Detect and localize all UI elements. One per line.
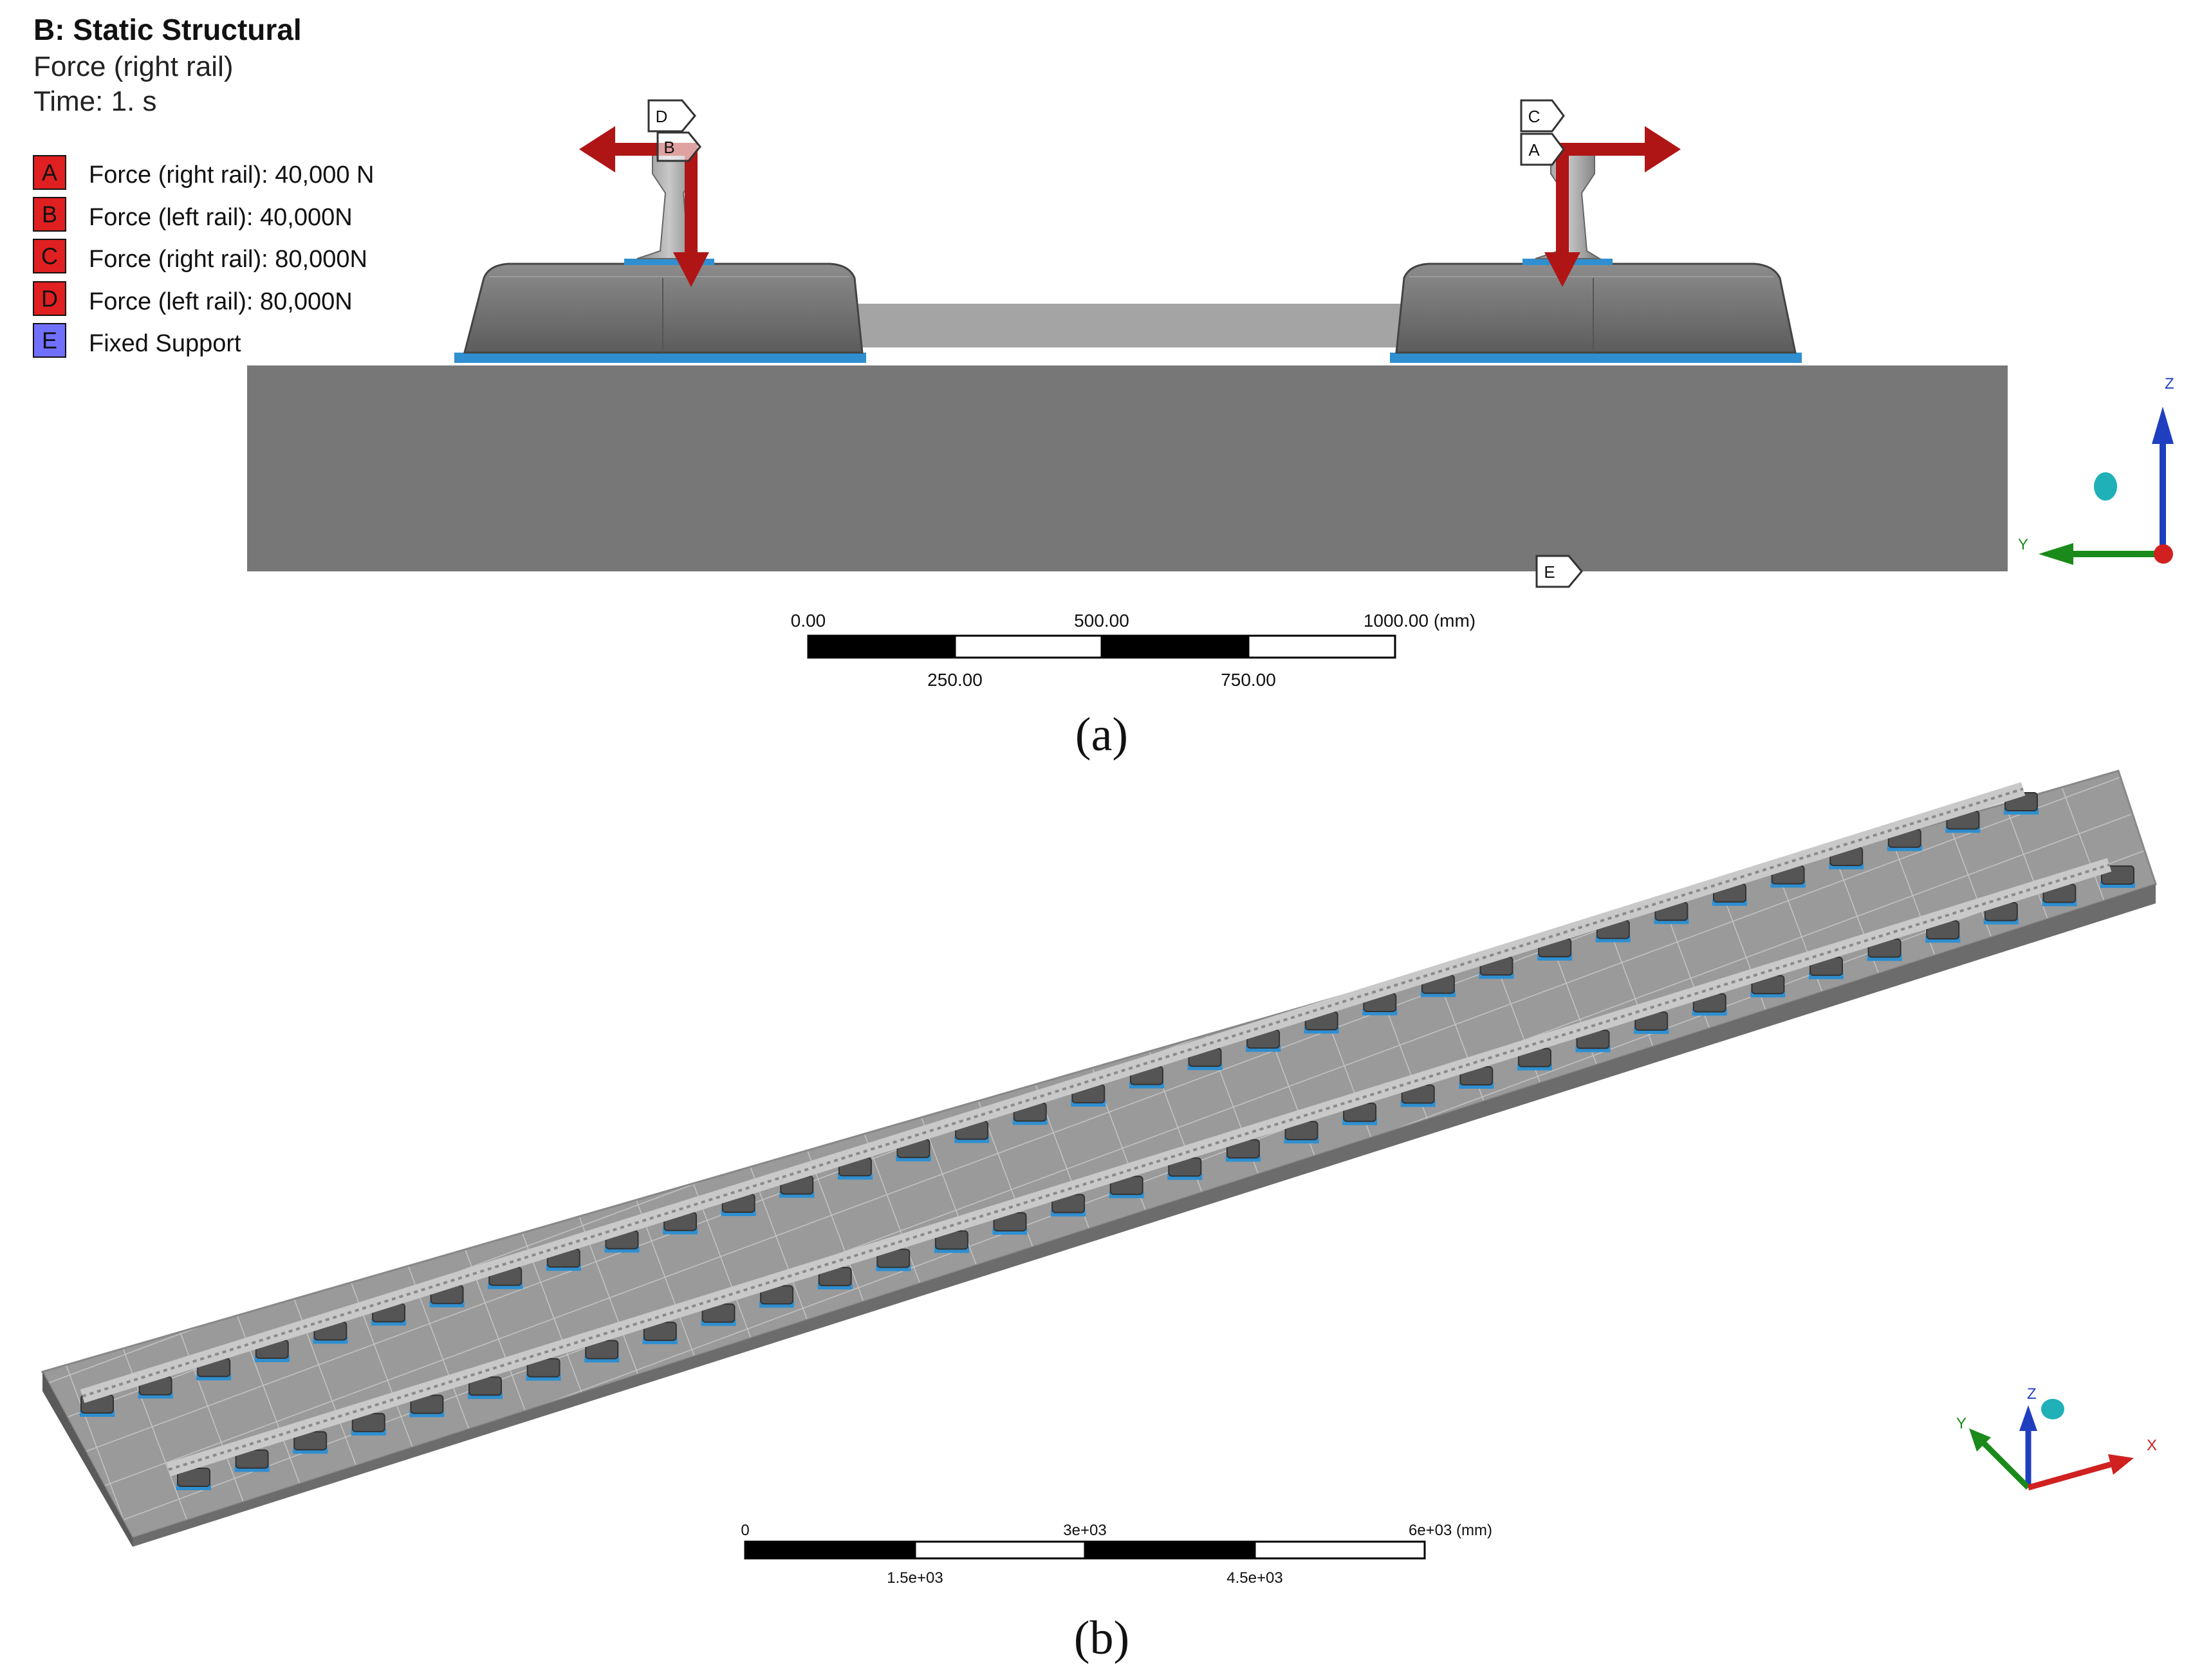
force-arrow-b-vertical: [673, 143, 709, 287]
sleeper-blocks: [80, 792, 2135, 1490]
left-support-pad: [454, 353, 866, 363]
legend-item-c: C Force (right rail): 80,000N: [33, 239, 367, 273]
track-slab-front: [133, 884, 2156, 1547]
track-rails: [80, 782, 2112, 1477]
scale-b-label-3e3: 3e+03: [1063, 1522, 1106, 1539]
legend-label-a: Force (right rail): 40,000 N: [89, 162, 375, 189]
scale-a-label-750: 750.00: [1221, 670, 1276, 690]
scale-bar-b: 0 3e+03 6e+03 (mm) 1.5e+03 4.5e+03: [741, 1522, 1492, 1587]
right-force-arrows: [1544, 126, 1681, 287]
track-slab-side: [42, 1372, 133, 1547]
axis-b-z-label: Z: [2027, 1385, 2037, 1403]
load-tag-a-letter: A: [1528, 140, 1540, 160]
scale-a-label-250: 250.00: [927, 670, 983, 690]
legend-swatch-a: [33, 155, 66, 190]
axis-triad-b: Z Y X: [1956, 1385, 2157, 1491]
legend-key-a: A: [42, 160, 57, 186]
caption-a: (a): [1075, 708, 1128, 761]
scale-b-label-0: 0: [741, 1522, 749, 1539]
load-tag-b: B: [656, 131, 701, 162]
legend-label-d: Force (left rail): 80,000N: [89, 288, 353, 315]
result-name: Force (right rail): [33, 51, 234, 82]
load-legend: A Force (right rail): 40,000 N B Force (…: [33, 155, 375, 358]
legend-swatch-d: [33, 281, 66, 316]
axis-b-y-label: Y: [1956, 1415, 1966, 1432]
time-label: Time: 1. s: [33, 86, 157, 117]
legend-label-e: Fixed Support: [89, 330, 241, 357]
load-tag-c: C: [1520, 99, 1565, 133]
axis-b-x-label: X: [2147, 1437, 2157, 1454]
legend-key-c: C: [41, 243, 58, 270]
force-arrow-c-lateral: [1556, 126, 1681, 172]
axis-a-y-label: Y: [2018, 536, 2028, 553]
legend-item-a: A Force (right rail): 40,000 N: [33, 155, 375, 190]
panel-b: 0 3e+03 6e+03 (mm) 1.5e+03 4.5e+03 Z Y X…: [41, 770, 2157, 1665]
legend-key-b: B: [42, 201, 57, 228]
panel-a: B: Static Structural Force (right rail) …: [33, 13, 2174, 761]
support-tag-e: E: [1535, 555, 1583, 588]
left-sleeper-block: [454, 263, 866, 363]
scale-a-label-500: 500.00: [1074, 611, 1129, 631]
load-tag-a: A: [1520, 133, 1565, 166]
legend-swatch-b: [33, 197, 66, 232]
support-tag-e-letter: E: [1544, 562, 1555, 582]
scale-a-label-1000: 1000.00 (mm): [1364, 611, 1476, 631]
axis-triad-a: Z Y: [2018, 375, 2174, 565]
right-support-pad: [1390, 353, 1802, 363]
legend-item-d: D Force (left rail): 80,000N: [33, 281, 353, 316]
load-tag-d-letter: D: [656, 107, 668, 126]
concrete-slab: [247, 365, 2008, 571]
caption-b: (b): [1074, 1612, 1129, 1665]
axis-a-z-label: Z: [2165, 375, 2174, 392]
left-rail: [624, 146, 714, 265]
load-tag-c-letter: C: [1528, 107, 1541, 126]
legend-key-d: D: [41, 286, 58, 312]
legend-label-b: Force (left rail): 40,000N: [89, 204, 353, 231]
legend-key-e: E: [42, 328, 57, 354]
load-tag-b-letter: B: [663, 138, 674, 157]
load-tag-d: D: [647, 99, 696, 133]
sleeper-connector: [849, 304, 1403, 347]
legend-item-e: E Fixed Support: [33, 323, 241, 358]
scale-b-label-1-5e3: 1.5e+03: [887, 1569, 943, 1587]
scale-b-label-4-5e3: 4.5e+03: [1226, 1569, 1282, 1587]
legend-label-c: Force (right rail): 80,000N: [89, 246, 367, 273]
right-sleeper-block: [1390, 263, 1802, 363]
legend-item-b: B Force (left rail): 40,000N: [33, 197, 353, 232]
legend-swatch-c: [33, 239, 66, 273]
legend-swatch-e: [33, 323, 66, 358]
analysis-title: B: Static Structural: [33, 13, 302, 46]
scale-bar-a: 0.00 500.00 1000.00 (mm) 250.00 750.00: [791, 611, 1476, 690]
force-arrow-a-vertical: [1544, 143, 1580, 287]
scale-a-label-0: 0.00: [791, 611, 826, 631]
scale-b-label-6e3: 6e+03 (mm): [1409, 1522, 1492, 1539]
